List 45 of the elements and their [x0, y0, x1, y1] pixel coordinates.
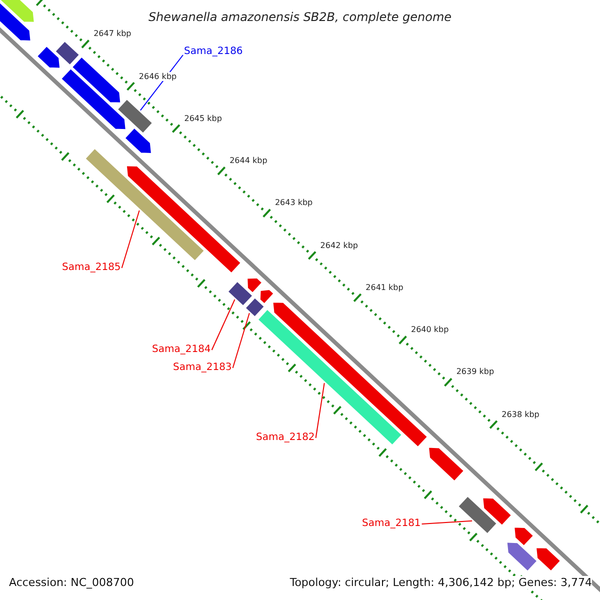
gene-bar [244, 297, 266, 318]
accession-text: Accession: NC_008700 [9, 576, 134, 590]
gene-feature [0, 0, 35, 23]
position-label: 2647 kbp [94, 29, 132, 39]
gene-feature [71, 56, 122, 104]
gene-label: Sama_2181 [362, 518, 421, 530]
gene-bar [227, 280, 254, 307]
gene-bar [257, 308, 403, 446]
position-label: 2646 kbp [138, 72, 177, 82]
gene-label: Sama_2183 [173, 362, 232, 374]
gene-feature [124, 127, 152, 154]
map-title: Shewanella amazonensis SB2B, complete genome [147, 10, 453, 24]
leader-line [232, 312, 250, 368]
gene-bar [54, 40, 80, 66]
position-label: 2645 kbp [184, 114, 222, 124]
genome-info-text: Topology: circular; Length: 4,306,142 bp; Genes: 3,774 [290, 576, 592, 590]
position-label: 2641 kbp [366, 282, 404, 293]
gene-feature [246, 277, 263, 294]
gene-feature [535, 547, 562, 572]
gene-label: Sama_2184 [152, 344, 211, 356]
gene-bar [457, 496, 498, 534]
gene-label: Sama_2186 [184, 46, 243, 58]
gene-bar [84, 148, 206, 262]
leader-line [121, 210, 140, 268]
gene-label: Sama_2185 [62, 262, 121, 274]
gene-feature [506, 542, 538, 572]
gene-label: Sama_2182 [256, 432, 315, 444]
gene-feature [482, 497, 512, 526]
gene-feature [259, 288, 274, 304]
leader-line [211, 299, 236, 350]
gene-feature [36, 45, 61, 69]
position-label: 2642 kbp [320, 240, 358, 250]
position-label: 2643 kbp [274, 198, 313, 208]
position-label: 2639 kbp [456, 367, 494, 378]
leader-line [140, 54, 184, 111]
gene-feature [0, 0, 32, 42]
leader-line [421, 520, 473, 524]
position-label: 2640 kbp [410, 325, 449, 335]
gene-feature [514, 526, 534, 547]
gene-feature [428, 446, 465, 482]
position-label: 2644 kbp [230, 156, 268, 166]
gene-feature [126, 165, 242, 274]
gene-bar [116, 98, 154, 134]
gene-feature [60, 68, 126, 130]
position-label: 2638 kbp [502, 410, 540, 420]
